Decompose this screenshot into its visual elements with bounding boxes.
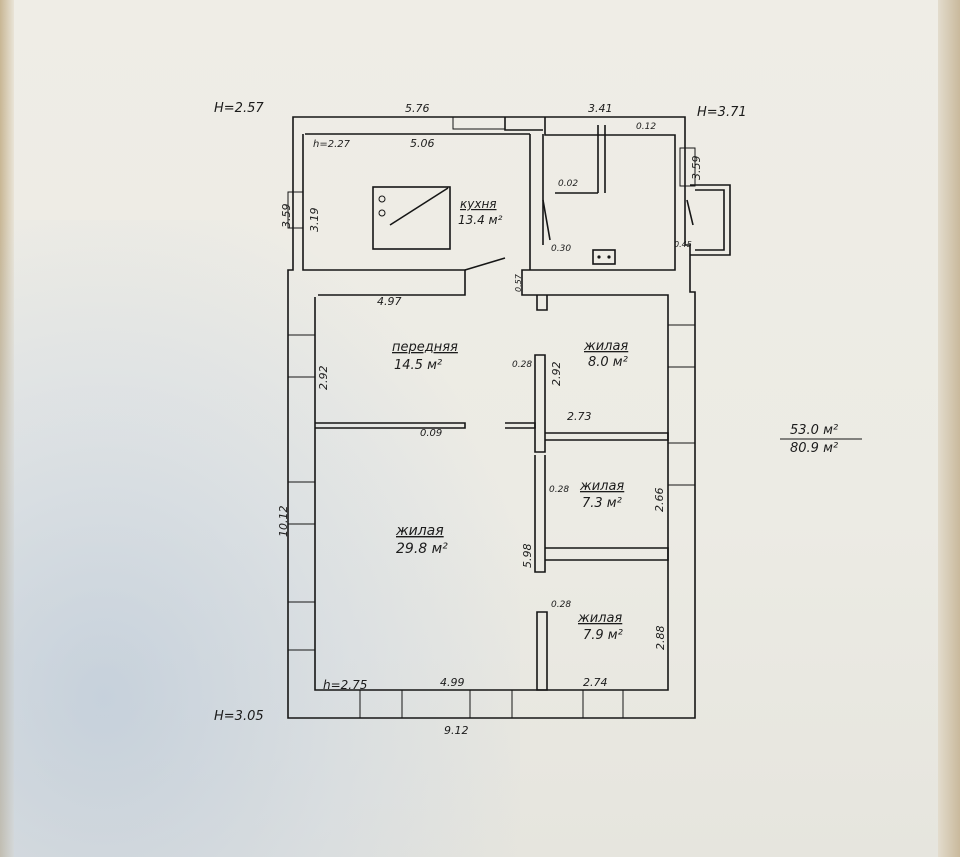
room-kitchen: кухня 13.4 м² [458, 197, 503, 227]
dim-kitchen-width: 5.06 [410, 137, 435, 150]
room-area: 13.4 м² [458, 213, 503, 227]
room-bedroom-2: жилая 7.3 м² [579, 479, 624, 511]
top-corridor-stub [536, 295, 548, 311]
windows [287, 116, 696, 719]
room-bedroom-3: жилая 7.9 м² [577, 611, 623, 643]
kitchen-right-wall [305, 117, 544, 270]
bedroom-partition-1 [545, 432, 669, 441]
room-area: 14.5 м² [394, 358, 442, 373]
window-bottom-1 [359, 689, 403, 719]
dim-top-left: 5.76 [405, 102, 430, 115]
height-bottom-left: H=3.05 [214, 709, 264, 724]
window-left-room-1 [287, 481, 316, 525]
dim-bedroom3-depth: 2.88 [654, 626, 667, 651]
area-totals: 53.0 м² 80.9 м² [780, 423, 862, 456]
room-hall: передняя 14.5 м² [392, 340, 458, 373]
outer-wall-outline [287, 116, 696, 719]
walls [287, 116, 731, 719]
wall-thk-a: 0.28 [512, 360, 532, 370]
small-mark: 0.57 [514, 273, 523, 292]
dim-bedroom1-depth: 2.92 [550, 362, 563, 387]
porch-mark: 0.12 [636, 122, 656, 132]
dim-porch: 3.59 [690, 156, 703, 181]
dim-big-room-depth: 5.98 [521, 544, 534, 569]
wall-thk-c: 0.28 [551, 600, 571, 610]
sink [592, 249, 616, 265]
room-name: жилая [583, 339, 628, 354]
dim-top-right: 3.41 [588, 102, 613, 115]
room-area: 8.0 м² [588, 355, 628, 370]
window-bottom-3 [582, 689, 624, 719]
sink-icon [592, 249, 616, 265]
room-area: 29.8 м² [396, 541, 448, 557]
window-left-room-2 [287, 601, 316, 651]
dim-bottom-left: 4.99 [440, 676, 465, 689]
door-mark: 0.30 [551, 244, 571, 254]
room-name: кухня [460, 197, 497, 211]
central-wall [534, 354, 546, 573]
dim-bedroom2-depth: 2.66 [653, 488, 666, 513]
dim-hall-depth: 2.92 [317, 366, 330, 391]
window-left-hall [287, 334, 316, 378]
wall-thk-b: 0.28 [549, 485, 569, 495]
dim-bottom-total: 9.12 [444, 724, 469, 737]
kitchen-height-mark: h=2.27 [313, 139, 351, 150]
room-name: жилая [579, 479, 624, 494]
dim-left-total: 10.12 [277, 506, 290, 538]
room-name: жилая [577, 611, 622, 626]
paper-edge-right [938, 0, 960, 857]
door-swing [464, 199, 694, 271]
height-top-right: H=3.71 [697, 105, 747, 120]
pantry-mark: 0.02 [558, 179, 578, 189]
window-bottom-2 [469, 689, 513, 719]
bedroom-partition-2 [545, 547, 669, 561]
window-right-kitchen [679, 147, 696, 187]
dim-bottom-right: 2.74 [583, 676, 608, 689]
corridor-stub [505, 422, 536, 429]
room-name: жилая [395, 523, 444, 539]
dim-bedroom1-width: 2.73 [567, 410, 592, 423]
stove [372, 186, 451, 250]
porch-wall [690, 184, 731, 256]
dim-corridor-width: 4.97 [377, 295, 402, 308]
dim-kitchen-depth: 3.19 [308, 208, 321, 233]
room-living: жилая 29.8 м² [395, 523, 448, 557]
room-area: 7.9 м² [583, 628, 623, 643]
porch-mark-2: 0.45 [674, 240, 692, 249]
pantry-wall [555, 125, 606, 194]
hall-partition [315, 422, 466, 429]
dim-left-upper: 3.59 [280, 204, 293, 229]
window-top-kitchen [452, 116, 506, 130]
room-name: передняя [392, 340, 458, 355]
stove-icon [372, 186, 451, 250]
room-area: 7.3 м² [582, 496, 622, 511]
window-right-2 [667, 442, 696, 486]
dim-hall-partition: 0.09 [420, 428, 442, 439]
living-area-total: 53.0 м² [790, 423, 838, 438]
window-right-1 [667, 324, 696, 368]
total-area: 80.9 м² [790, 441, 838, 456]
bedroom-partition-3 [536, 611, 548, 691]
height-top-left: H=2.57 [214, 101, 264, 116]
room-bedroom-1: жилая 8.0 м² [583, 339, 628, 370]
window-left-kitchen [287, 191, 304, 229]
bottom-height-mark: h=2.75 [323, 678, 367, 692]
